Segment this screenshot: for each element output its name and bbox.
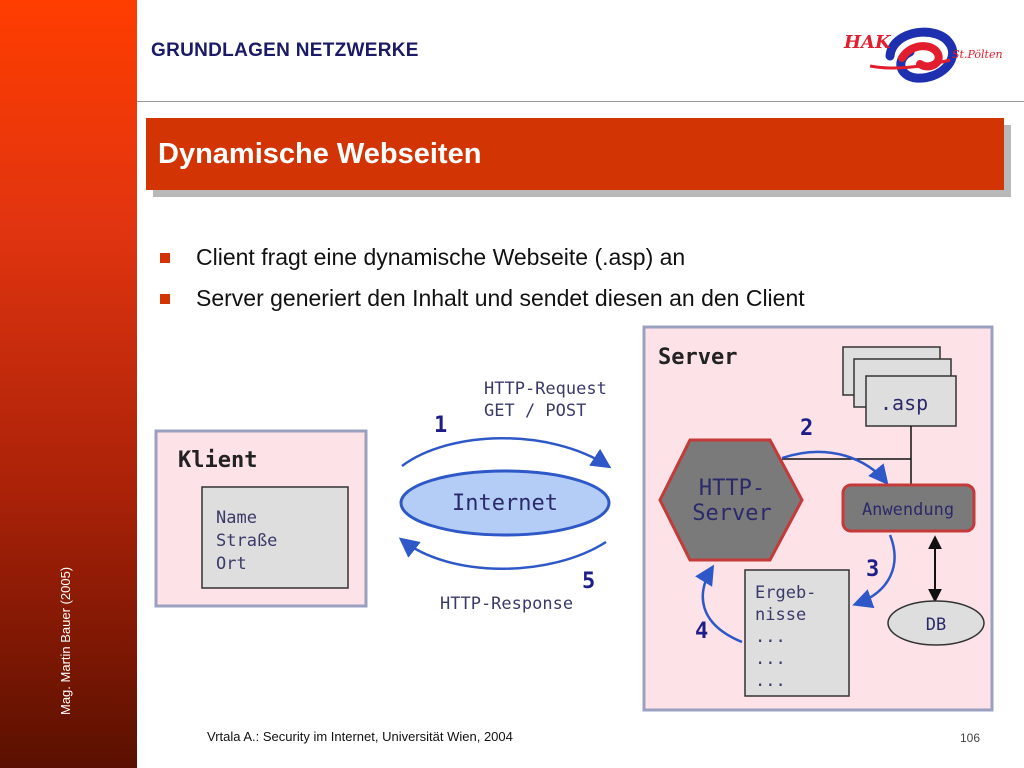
- results-line: Ergeb-: [755, 583, 816, 603]
- bullet-item: Server generiert den Inhalt und sendet d…: [160, 278, 805, 319]
- header-title: GRUNDLAGEN NETZWERKE: [151, 40, 419, 61]
- http-response-label: HTTP-Response: [440, 594, 573, 614]
- database-node: [887, 600, 985, 646]
- bullet-item: Client fragt eine dynamische Webseite (.…: [160, 237, 805, 278]
- http-server-hexagon: [658, 438, 804, 562]
- step-number-3: 3: [866, 557, 879, 582]
- bullet-text: Server generiert den Inhalt und sendet d…: [196, 285, 805, 311]
- asp-file-label: .asp: [880, 391, 928, 415]
- http-request-label: HTTP-Request: [484, 379, 607, 399]
- app-to-results-arrow-icon: [852, 534, 896, 609]
- step-number-4: 4: [695, 619, 708, 644]
- client-field: Ort: [216, 554, 247, 574]
- http-server-label: Server: [692, 501, 771, 526]
- client-field: Name: [216, 508, 257, 528]
- bullet-list: Client fragt eine dynamische Webseite (.…: [160, 237, 805, 319]
- http-method-label: GET / POST: [484, 401, 586, 421]
- sidebar: Mag. Martin Bauer (2005): [0, 0, 137, 768]
- bullet-text: Client fragt eine dynamische Webseite (.…: [196, 244, 686, 270]
- results-to-server-arrow-icon: [695, 564, 743, 644]
- step-number-1: 1: [434, 413, 447, 438]
- http-dynamic-page-diagram: Klient Name Straße Ort HTTP-Request GET …: [154, 325, 994, 712]
- header-divider: [137, 101, 1024, 102]
- results-line: ...: [755, 671, 786, 691]
- slide-title: Dynamische Webseiten: [146, 118, 1004, 190]
- internet-cloud: [399, 469, 611, 537]
- square-bullet-icon: [160, 293, 170, 304]
- client-field: Straße: [216, 531, 277, 551]
- results-box: [744, 569, 850, 697]
- application-label: Anwendung: [862, 500, 954, 520]
- svg-text:HAK: HAK: [843, 32, 892, 53]
- square-bullet-icon: [160, 252, 170, 263]
- author-credit: Mag. Martin Bauer (2005): [58, 566, 73, 715]
- internet-label: Internet: [452, 491, 558, 516]
- svg-text:St.Pölten: St.Pölten: [952, 48, 1003, 61]
- client-form-box: [201, 486, 349, 589]
- asp-file-box: [865, 375, 957, 427]
- request-to-app-arrow-icon: [781, 450, 889, 486]
- page-number: 106: [960, 731, 981, 745]
- client-label: Klient: [178, 448, 257, 473]
- results-line: ...: [755, 649, 786, 669]
- results-line: nisse: [755, 605, 806, 625]
- step-number-2: 2: [800, 416, 813, 441]
- school-logo: HAK St.Pölten: [843, 27, 1003, 83]
- server-label: Server: [658, 345, 737, 370]
- application-box: [841, 483, 976, 533]
- step-number-5: 5: [582, 569, 595, 594]
- response-arrow-icon: [398, 537, 607, 570]
- request-arrow-icon: [401, 437, 612, 469]
- database-label: DB: [926, 615, 946, 635]
- results-line: ...: [755, 627, 786, 647]
- source-citation: Vrtala A.: Security im Internet, Univers…: [207, 729, 513, 744]
- http-server-label: HTTP-: [699, 476, 765, 501]
